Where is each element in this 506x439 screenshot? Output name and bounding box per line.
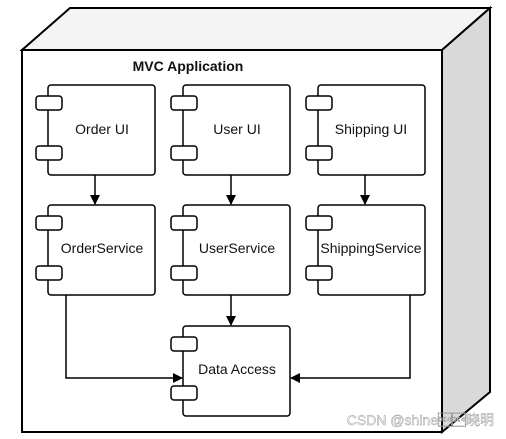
arrow-order-service-to-data-access [65, 295, 183, 383]
component-data-access: Data Access [170, 325, 291, 417]
arrow-shipping-service-to-data-access [290, 295, 411, 383]
component-user-service: UserService [170, 204, 291, 296]
component-port-icon [35, 145, 63, 161]
component-port-icon [170, 95, 198, 111]
component-label: Shipping UI [335, 121, 407, 137]
component-port-icon [170, 145, 198, 161]
component-label: Order UI [75, 121, 129, 137]
component-port-icon [170, 265, 198, 281]
component-port-icon [305, 145, 333, 161]
component-label: Data Access [198, 361, 276, 377]
component-shipping-service: ShippingService [305, 204, 426, 296]
component-shipping-ui: Shipping UI [305, 84, 426, 176]
component-port-icon [305, 215, 333, 231]
node-title: MVC Application [133, 58, 244, 74]
component-port-icon [35, 215, 63, 231]
component-port-icon [35, 95, 63, 111]
component-port-icon [35, 265, 63, 281]
component-port-icon [170, 336, 198, 352]
component-label: UserService [199, 240, 275, 256]
component-port-icon [305, 265, 333, 281]
component-label: ShippingService [320, 240, 421, 256]
node-side-face [441, 5, 491, 435]
watermark: CSDN @shine晓明 [347, 412, 494, 428]
component-order-ui: Order UI [35, 84, 156, 176]
component-label: OrderService [61, 240, 144, 256]
component-label: User UI [213, 121, 260, 137]
component-user-ui: User UI [170, 84, 291, 176]
node-top-face [19, 7, 493, 51]
component-port-icon [170, 215, 198, 231]
component-port-icon [170, 385, 198, 401]
component-order-service: OrderService [35, 204, 156, 296]
component-port-icon [305, 95, 333, 111]
